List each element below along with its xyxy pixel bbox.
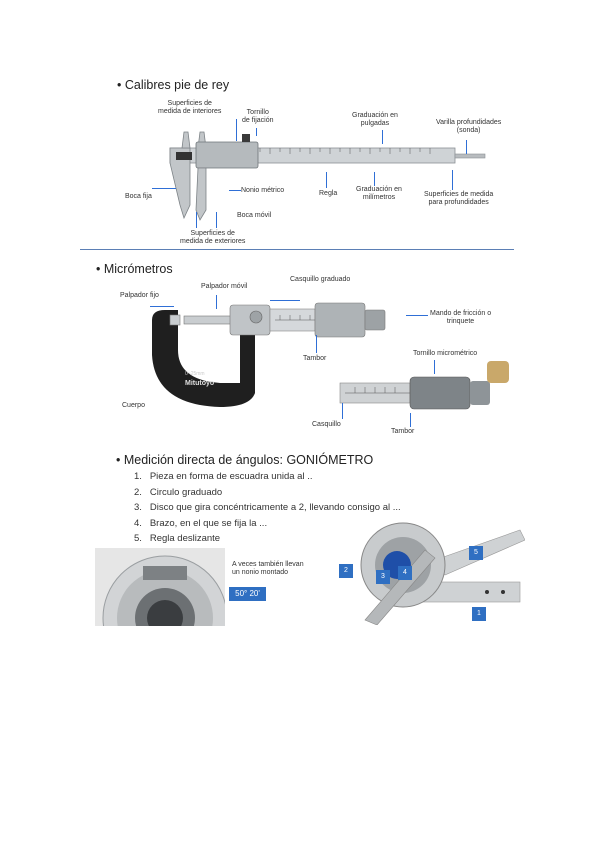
goniometer-image	[335, 520, 525, 625]
arrow	[216, 212, 217, 228]
arrow	[434, 360, 435, 374]
label-graduacion-mm: Graduación en milímetros	[356, 186, 402, 202]
arrow	[342, 403, 343, 419]
arrow	[270, 300, 300, 301]
section-heading-goniometro: • Medición directa de ángulos: GONIÓMETR…	[116, 453, 374, 467]
arrow	[466, 140, 467, 154]
label-casquillo-graduado: Casquillo graduado	[290, 276, 351, 283]
micrometer-detail-image	[339, 376, 490, 410]
brand-text: Mitutoyo	[185, 380, 214, 387]
arrow	[452, 170, 453, 190]
bullet: •	[116, 453, 124, 467]
label-tambor-2: Tambor	[391, 428, 415, 435]
badge-2: 2	[339, 564, 353, 578]
badge-1: 1	[472, 607, 486, 621]
label-mando-friccion: Mando de fricción o trinquete	[430, 310, 492, 326]
label-superficies-profundidades: Superficies de medida para profundidades	[424, 191, 494, 207]
label-casquillo: Casquillo	[312, 421, 341, 428]
arrow	[410, 413, 411, 427]
label-palpador-movil: Palpador móvil	[201, 283, 248, 290]
arrow	[382, 130, 383, 144]
arrow	[406, 315, 428, 316]
arrow	[374, 172, 375, 186]
angle-badge: 50° 20'	[229, 587, 266, 601]
arrow	[236, 119, 237, 141]
micrometer-image: 0~25mm Mitutoyo	[152, 302, 386, 407]
label-regla: Regla	[319, 190, 338, 197]
label-varilla-profundidades: Varilla profundidades (sonda)	[436, 119, 502, 135]
list-item: 4. Brazo, en el que se fija la ...	[134, 517, 268, 529]
arrow	[150, 306, 174, 307]
label-cuerpo: Cuerpo	[122, 402, 145, 409]
nonio-note: A veces también llevan un nonio montado	[232, 561, 304, 577]
label-superficies-interiores: Superficies de medida de interiores	[158, 100, 222, 116]
arrow	[196, 212, 197, 228]
label-tambor: Tambor	[303, 355, 327, 362]
section-heading-micrometros: • Micrómetros	[96, 262, 173, 276]
arrow	[316, 335, 317, 353]
label-graduacion-pulgadas: Graduación en pulgadas	[352, 112, 398, 128]
list-item: 2. Circulo graduado	[134, 486, 223, 498]
list-item: 1. Pieza en forma de escuadra unida al .…	[134, 471, 313, 482]
section-divider	[80, 249, 514, 250]
label-boca-movil: Boca móvil	[237, 212, 272, 219]
bullet: •	[96, 262, 104, 276]
arrow	[229, 190, 241, 191]
label-superficies-exteriores: Superficies de medida de exteriores	[180, 230, 246, 246]
micrometer-screw-thumb	[487, 361, 509, 383]
label-tornillo-fijacion: Tornillo de fijación	[242, 109, 274, 125]
arrow	[216, 295, 217, 309]
svg-text:0~25mm: 0~25mm	[185, 371, 205, 377]
section-heading-calibres: • Calibres pie de rey	[117, 78, 230, 92]
arrow	[152, 188, 176, 189]
goniometro-parts-list: 1. Pieza en forma de escuadra unida al .…	[134, 469, 401, 547]
caliper-image	[169, 131, 486, 221]
badge-4: 4	[398, 566, 412, 580]
protractor-dial-image	[95, 548, 225, 626]
arrow	[326, 172, 327, 188]
list-item: 5. Regla deslizante	[134, 533, 221, 544]
bullet: •	[117, 78, 125, 92]
label-boca-fija: Boca fija	[125, 193, 152, 200]
badge-5: 5	[469, 546, 483, 560]
badge-3: 3	[376, 570, 390, 584]
list-item: 3. Disco que gira concéntricamente a 2, …	[134, 502, 401, 513]
label-nonio-metrico: Nonio métrico	[241, 187, 285, 194]
arrow	[256, 128, 257, 136]
label-tornillo-micrometrico: Tornillo micrométrico	[413, 350, 478, 357]
label-palpador-fijo: Palpador fijo	[120, 292, 159, 299]
